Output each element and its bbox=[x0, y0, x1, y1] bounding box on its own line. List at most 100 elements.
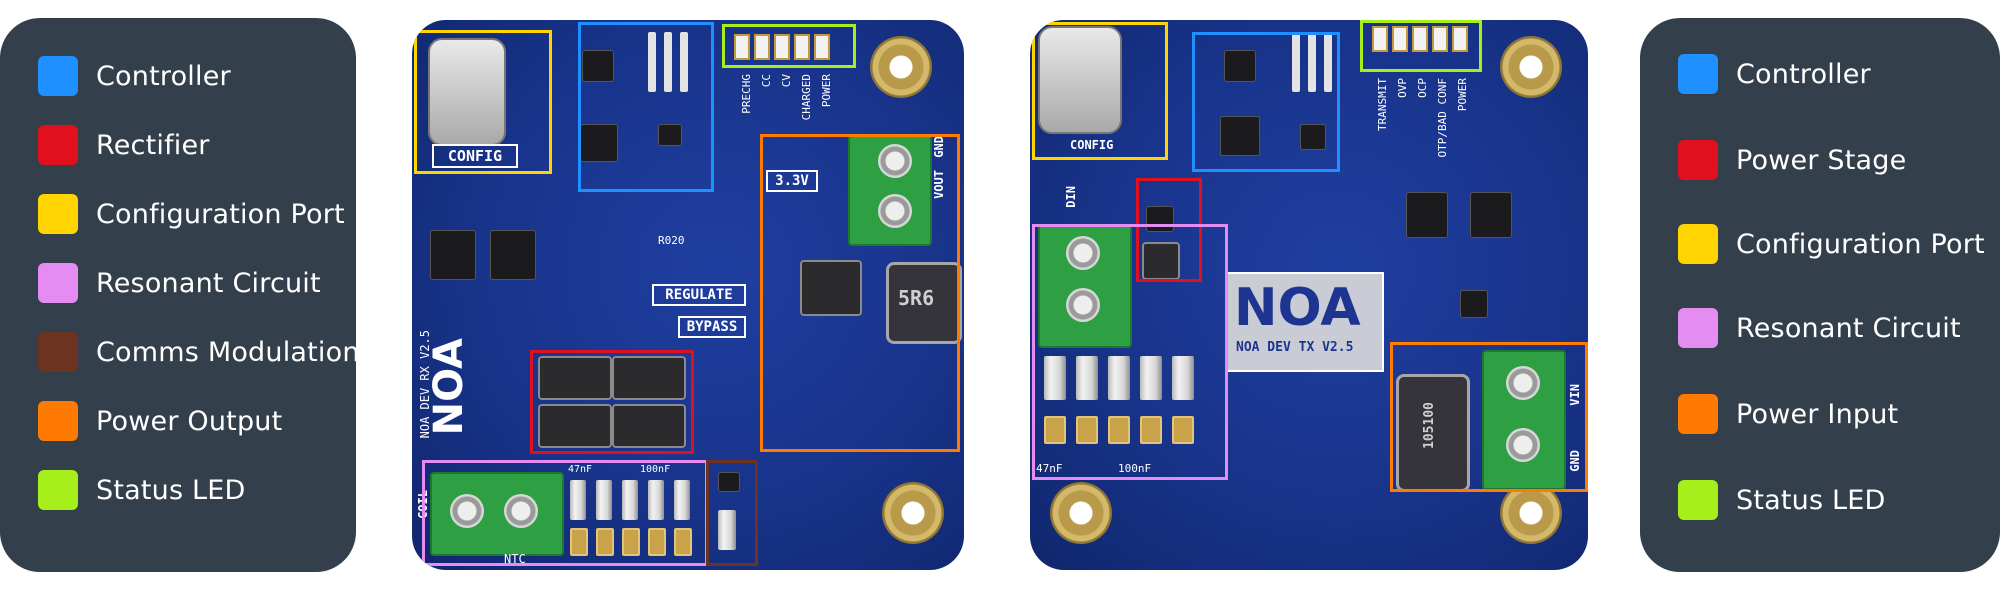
led-label: POWER bbox=[820, 74, 833, 108]
pad bbox=[1076, 416, 1098, 444]
resonant-circuit-highlight bbox=[422, 460, 708, 566]
led-label: PRECHG bbox=[740, 74, 753, 114]
capacitor bbox=[1108, 356, 1130, 400]
pad bbox=[596, 528, 614, 556]
legend-item-configuration-port: Configuration Port bbox=[1678, 224, 1985, 264]
regulator-chip bbox=[490, 230, 536, 280]
ic-chip bbox=[1224, 50, 1256, 82]
legend-label: Power Input bbox=[1736, 398, 1899, 430]
ntc-label: NTC bbox=[504, 552, 526, 566]
power-input-swatch bbox=[1678, 394, 1718, 434]
legend-rx: Controller Rectifier Configuration Port … bbox=[0, 18, 359, 572]
led-label: CHARGED bbox=[800, 74, 813, 121]
ic-chip bbox=[582, 50, 614, 82]
ic-chip bbox=[1460, 290, 1488, 318]
terminal-screw bbox=[878, 144, 912, 178]
controller-swatch bbox=[1678, 54, 1718, 94]
pad bbox=[1172, 416, 1194, 444]
led bbox=[1452, 26, 1468, 52]
pad bbox=[1140, 416, 1162, 444]
legend-label: Status LED bbox=[1736, 484, 1886, 516]
inductor bbox=[886, 262, 962, 344]
cap-47nf-label: 47nF bbox=[1036, 462, 1063, 475]
power-input-highlight bbox=[1390, 342, 1588, 492]
power-output-swatch bbox=[38, 401, 78, 441]
legend-label: Controller bbox=[1736, 58, 1871, 90]
legend-label: Configuration Port bbox=[96, 198, 345, 230]
controller-swatch bbox=[38, 56, 78, 96]
legend-label: Power Stage bbox=[1736, 144, 1907, 176]
legend-item-controller: Controller bbox=[1678, 54, 1871, 94]
legend-item-status-led: Status LED bbox=[1678, 480, 1886, 520]
led bbox=[754, 34, 770, 60]
ic-chip bbox=[580, 124, 618, 162]
mounting-hole bbox=[1500, 36, 1562, 98]
capacitor bbox=[1140, 356, 1162, 400]
tx-board-photo: CONFIG TRANSMIT OVP OCP OTP/BAD CONF POW… bbox=[1030, 20, 1588, 570]
config-label: CONFIG bbox=[1070, 138, 1114, 152]
legend-tx: Controller Power Stage Configuration Por… bbox=[1640, 18, 2000, 572]
status-led-highlight bbox=[722, 24, 856, 68]
led bbox=[1412, 26, 1428, 52]
configuration-port-swatch bbox=[38, 194, 78, 234]
led bbox=[814, 34, 830, 60]
mounting-hole bbox=[1500, 482, 1562, 544]
bypass-label: BYPASS bbox=[678, 316, 746, 338]
mounting-hole bbox=[882, 482, 944, 544]
capacitor bbox=[1172, 356, 1194, 400]
board-name: NOA DEV RX V2.5 bbox=[418, 330, 432, 439]
logo-plate bbox=[1226, 272, 1384, 372]
legend-item-status-led: Status LED bbox=[38, 470, 246, 510]
legend-label: Resonant Circuit bbox=[96, 267, 321, 299]
din-label: DIN bbox=[1064, 186, 1078, 208]
capacitor bbox=[1044, 356, 1066, 400]
resonant-circuit-swatch bbox=[1678, 308, 1718, 348]
rectifier-highlight bbox=[530, 350, 694, 454]
inductor-label: 5R6 bbox=[898, 286, 935, 310]
led-label: OVP bbox=[1396, 78, 1409, 98]
cap-100nf-label: 100nF bbox=[640, 464, 671, 475]
legend-item-resonant-circuit: Resonant Circuit bbox=[1678, 308, 1961, 348]
legend-item-comms-modulation: Comms Modulation bbox=[38, 332, 360, 372]
led bbox=[734, 34, 750, 60]
mounting-hole bbox=[1050, 482, 1112, 544]
led bbox=[1372, 26, 1388, 52]
ic-chip bbox=[1220, 116, 1260, 156]
led bbox=[774, 34, 790, 60]
rectifier-swatch bbox=[38, 125, 78, 165]
led bbox=[1432, 26, 1448, 52]
comms-modulation-highlight bbox=[706, 460, 758, 566]
resonant-circuit-swatch bbox=[38, 263, 78, 303]
led-label: CC bbox=[760, 74, 773, 88]
capacitor bbox=[596, 480, 612, 520]
status-led-swatch bbox=[38, 470, 78, 510]
legend-item-controller: Controller bbox=[38, 56, 231, 96]
resonant-circuit-highlight bbox=[1032, 224, 1228, 480]
led bbox=[1392, 26, 1408, 52]
mosfet bbox=[1470, 192, 1512, 238]
led-label: OCP bbox=[1416, 78, 1429, 98]
noa-logo: NOA bbox=[426, 338, 472, 436]
led bbox=[794, 34, 810, 60]
capacitor bbox=[648, 480, 664, 520]
status-led-highlight bbox=[1360, 20, 1482, 72]
configuration-port-highlight bbox=[414, 30, 552, 174]
component bbox=[648, 32, 656, 92]
controller-highlight bbox=[1192, 32, 1340, 172]
legend-item-rectifier: Rectifier bbox=[38, 125, 210, 165]
legend-label: Resonant Circuit bbox=[1736, 312, 1961, 344]
component bbox=[1308, 32, 1316, 92]
terminal-screw bbox=[1066, 288, 1100, 322]
ic-chip bbox=[718, 472, 740, 492]
ic-chip bbox=[1146, 206, 1174, 232]
pad bbox=[674, 528, 692, 556]
pad bbox=[648, 528, 666, 556]
board-name: NOA DEV TX V2.5 bbox=[1236, 340, 1354, 355]
pad bbox=[1044, 416, 1066, 444]
capacitor bbox=[674, 480, 690, 520]
component bbox=[1324, 32, 1332, 92]
status-led-swatch bbox=[1678, 480, 1718, 520]
diode bbox=[538, 404, 612, 448]
led-label: POWER bbox=[1456, 78, 1469, 112]
legend-item-power-stage: Power Stage bbox=[1678, 140, 1906, 180]
